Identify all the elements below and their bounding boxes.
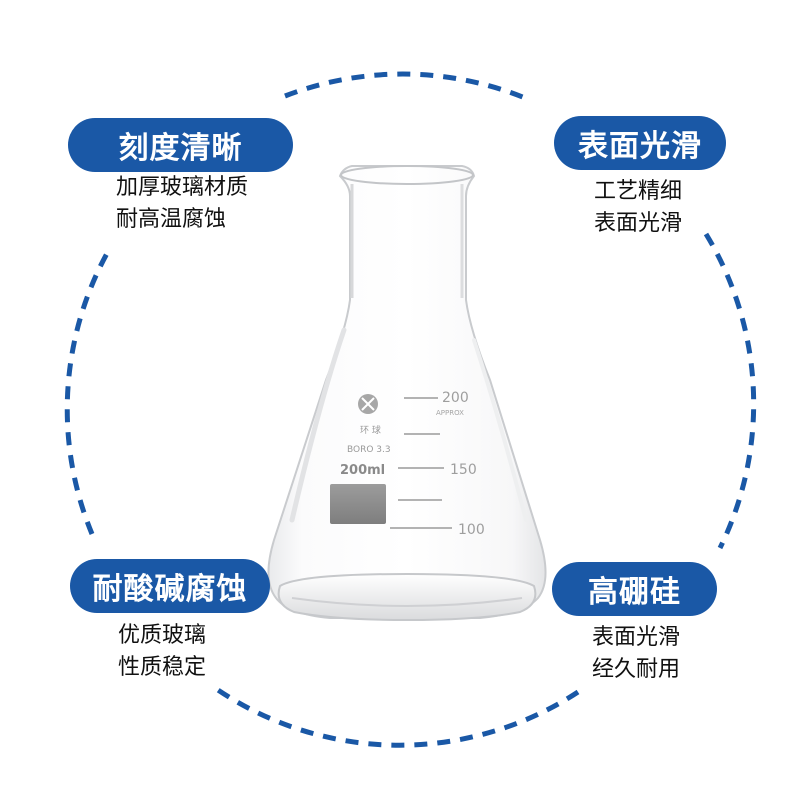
feature-line: 工艺精细 bbox=[594, 179, 683, 204]
flask-rim bbox=[340, 165, 474, 185]
marking-patch bbox=[330, 484, 386, 524]
flask-base bbox=[277, 572, 537, 622]
flask-material: BORO 3.3 bbox=[347, 445, 391, 455]
feature-title: 刻度清晰 bbox=[118, 131, 243, 166]
feature-description-scale: 加厚玻璃材质 耐高温腐蚀 bbox=[116, 172, 248, 236]
graduations bbox=[390, 397, 452, 529]
feature-badge-borosilicate: 高硼硅 bbox=[552, 562, 717, 616]
dashed-arc-left bbox=[64, 246, 113, 535]
graduation-150: 150 bbox=[450, 462, 477, 478]
feature-line: 经久耐用 bbox=[592, 657, 681, 682]
feature-badge-scale: 刻度清晰 bbox=[68, 118, 293, 172]
graduation-200: 200 bbox=[442, 390, 469, 406]
dashed-arc-top bbox=[284, 71, 531, 103]
flask-body bbox=[267, 165, 547, 619]
feature-line: 加厚玻璃材质 bbox=[116, 175, 249, 200]
feature-line: 表面光滑 bbox=[594, 211, 683, 236]
dashed-arc-right bbox=[703, 232, 757, 550]
flask-capacity: 200ml bbox=[340, 463, 385, 478]
graduation-approx: APPROX bbox=[436, 409, 464, 417]
feature-description-corrosion: 优质玻璃 性质稳定 bbox=[118, 620, 206, 684]
feature-line: 优质玻璃 bbox=[118, 623, 207, 648]
feature-description-borosilicate: 表面光滑 经久耐用 bbox=[592, 622, 680, 686]
feature-line: 性质稳定 bbox=[118, 655, 207, 680]
feature-badge-smooth: 表面光滑 bbox=[554, 116, 726, 170]
flask: 环 球 BORO 3.3 200ml 200 APPROX 150 100 bbox=[267, 165, 547, 622]
feature-title: 表面光滑 bbox=[578, 129, 702, 164]
dashed-circle bbox=[64, 71, 757, 748]
graduation-100: 100 bbox=[458, 522, 485, 538]
feature-line: 耐高温腐蚀 bbox=[116, 207, 227, 232]
feature-title: 高硼硅 bbox=[588, 575, 681, 610]
flask-brand: 环 球 bbox=[360, 424, 381, 436]
brand-logo-icon bbox=[358, 394, 378, 414]
dashed-arc-bottom bbox=[216, 687, 580, 748]
feature-badge-corrosion: 耐酸碱腐蚀 bbox=[70, 559, 270, 613]
feature-title: 耐酸碱腐蚀 bbox=[92, 572, 248, 607]
feature-description-smooth: 工艺精细 表面光滑 bbox=[594, 176, 682, 240]
feature-line: 表面光滑 bbox=[592, 625, 681, 650]
